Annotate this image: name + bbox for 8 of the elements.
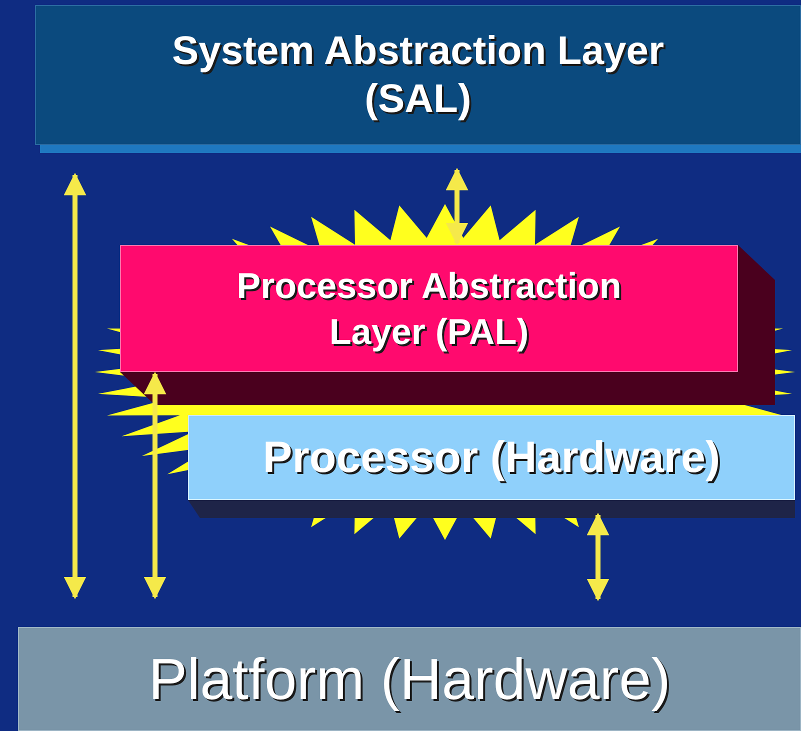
double-arrow	[64, 172, 86, 600]
layer-box: Processor (Hardware)	[188, 415, 795, 500]
layer-box: Platform (Hardware)	[18, 627, 801, 731]
layer-box: Processor Abstraction Layer (PAL)	[120, 245, 738, 372]
layer-box: System Abstraction Layer (SAL)	[35, 5, 801, 145]
double-arrow	[586, 512, 610, 602]
double-arrow	[446, 168, 468, 246]
double-arrow	[144, 372, 166, 600]
